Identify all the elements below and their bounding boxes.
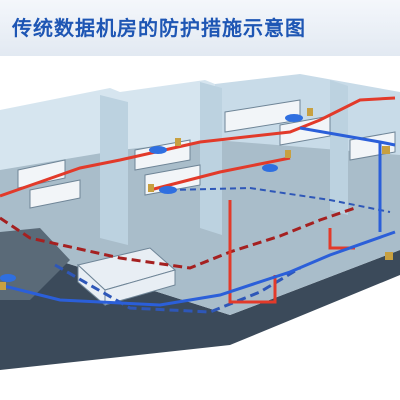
equipment-block-front [76, 247, 177, 307]
sprinkler-icon [285, 108, 313, 122]
sprinkler-icon [0, 274, 16, 290]
partition-wall-middle [200, 82, 222, 235]
sprinkler-icon [149, 138, 181, 154]
title-bar: 传统数据机房的防护措施示意图 [0, 0, 400, 56]
underfloor-pipe-blue-dashed [54, 263, 301, 314]
pipe-blue-main [0, 230, 396, 307]
back-wall-center [120, 80, 215, 150]
raised-floor-pit [0, 228, 70, 300]
sprinkler-icon [148, 184, 177, 194]
ceiling-pipe-red-branch [149, 156, 291, 192]
partition-wall-left [100, 95, 128, 245]
pipe-valve-icon [382, 146, 393, 260]
equipment-row-left [17, 159, 81, 209]
partition-wall-right [330, 80, 348, 215]
underfloor-pipe-red-dashed [0, 206, 356, 270]
page-title: 传统数据机房的防护措施示意图 [12, 16, 306, 40]
ceiling-pipe-red-drop [228, 200, 277, 304]
pipe-blue-upper [299, 126, 396, 147]
ceiling-pipe-red-main [0, 96, 396, 198]
back-wall-left [0, 88, 120, 170]
upper-pipe-blue-dashed [169, 186, 391, 213]
sprinkler-icon [262, 150, 291, 172]
